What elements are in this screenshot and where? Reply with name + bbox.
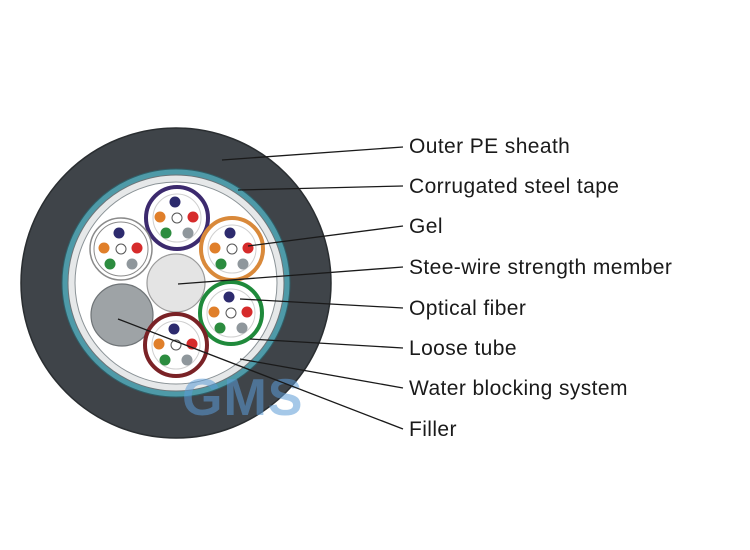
loose-tube-orange <box>199 216 265 282</box>
leader-water-blocking-system <box>239 358 404 389</box>
optical-fiber <box>113 227 125 239</box>
label-gel: Gel <box>409 215 443 238</box>
optical-fiber <box>214 322 226 334</box>
loose-tube-purple <box>144 185 210 251</box>
label-water-blocking-system: Water blocking system <box>409 377 628 400</box>
watermark-logo: GMS <box>182 369 303 427</box>
optical-fiber <box>181 354 193 366</box>
leader-filler <box>117 318 404 430</box>
optical-fiber <box>208 306 220 318</box>
optical-fiber <box>104 258 116 270</box>
optical-fiber <box>171 212 183 224</box>
optical-fiber <box>241 306 253 318</box>
leader-lines <box>117 146 404 430</box>
loose-tube-brown <box>143 312 209 378</box>
optical-fiber <box>126 258 138 270</box>
optical-fiber <box>131 242 143 254</box>
loose-tube-green <box>198 280 264 346</box>
optical-fiber <box>225 307 237 319</box>
optical-fiber <box>169 196 181 208</box>
leader-gel <box>247 225 404 247</box>
filler <box>90 283 154 347</box>
optical-fiber <box>187 211 199 223</box>
optical-fiber <box>153 338 165 350</box>
optical-fiber <box>226 243 238 255</box>
label-strength-member: Stee-wire strength member <box>409 256 672 279</box>
label-outer-pe-sheath: Outer PE sheath <box>409 135 570 158</box>
leader-optical-fiber <box>239 298 404 309</box>
optical-fiber <box>215 258 227 270</box>
leader-strength-member <box>177 266 404 285</box>
label-corrugated-steel-tape: Corrugated steel tape <box>409 175 619 198</box>
optical-fiber <box>242 242 254 254</box>
optical-fiber <box>115 243 127 255</box>
loose-tube-white <box>89 217 153 281</box>
optical-fiber <box>224 227 236 239</box>
leader-outer-pe-sheath <box>221 146 404 161</box>
leader-corrugated-steel-tape <box>237 185 404 191</box>
label-filler: Filler <box>409 418 457 441</box>
label-loose-tube: Loose tube <box>409 337 517 360</box>
optical-fiber <box>159 354 171 366</box>
labels: Outer PE sheath Corrugated steel tape Ge… <box>409 135 672 441</box>
label-optical-fiber: Optical fiber <box>409 297 526 320</box>
leader-loose-tube <box>249 338 404 349</box>
optical-fiber <box>209 242 221 254</box>
optical-fiber <box>182 227 194 239</box>
optical-fiber <box>98 242 110 254</box>
optical-fiber <box>223 291 235 303</box>
cable-cross-section <box>20 127 332 439</box>
optical-fiber <box>236 322 248 334</box>
optical-fiber <box>160 227 172 239</box>
optical-fiber <box>168 323 180 335</box>
optical-fiber <box>154 211 166 223</box>
optical-fiber <box>237 258 249 270</box>
